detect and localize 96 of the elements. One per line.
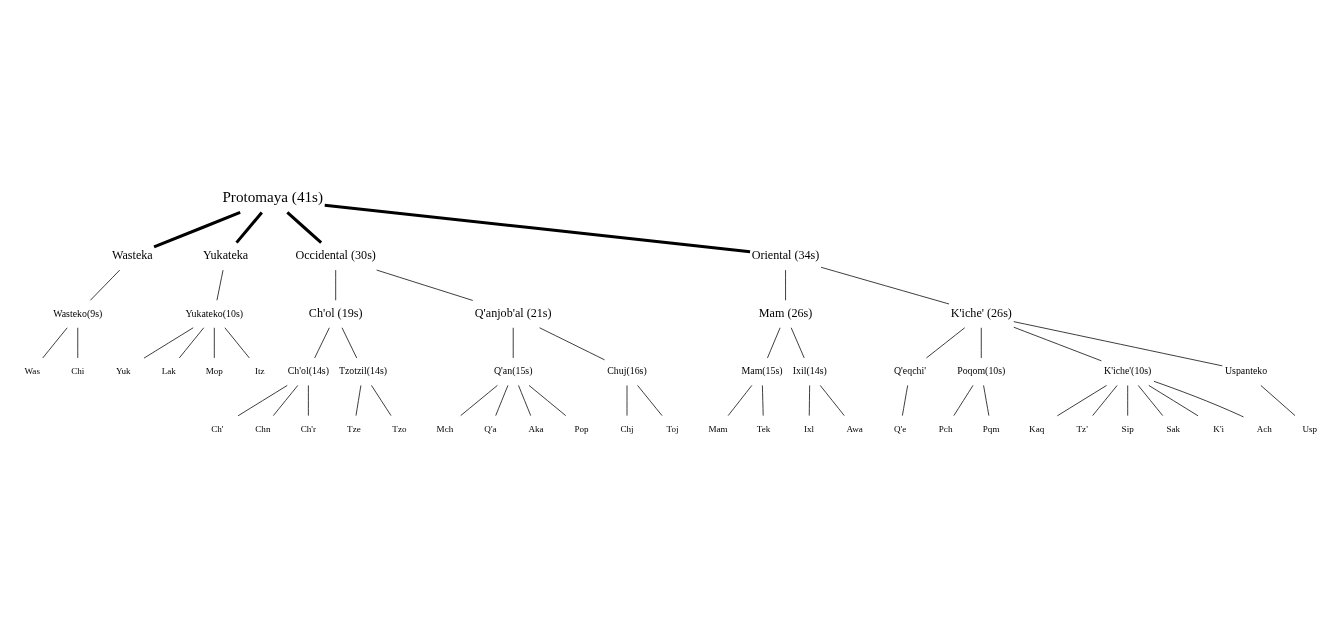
node-text: Tzotzil(14s) — [338, 365, 388, 377]
node-text: Pqm — [982, 423, 1000, 434]
connector — [762, 385, 764, 416]
connector — [1137, 385, 1164, 416]
node-text: Awa — [846, 423, 863, 434]
node-text: Sip — [1121, 423, 1134, 434]
node-text: Poqom(10s) — [957, 365, 1006, 377]
connector — [727, 385, 753, 416]
node-text: Ixil(14s) — [792, 365, 827, 377]
node-text: Mam(15s) — [741, 365, 783, 377]
node-text: K'iche'(10s) — [1104, 365, 1152, 377]
connector — [528, 385, 567, 416]
node-text: Aka — [528, 423, 544, 434]
node-text: Q'anjob'al (21s) — [474, 305, 552, 320]
connector — [808, 385, 811, 416]
node-text: K'i — [1213, 423, 1225, 434]
connector — [224, 327, 250, 359]
node-text: Was — [24, 366, 40, 377]
node-text: Ch'ol(14s) — [287, 365, 329, 377]
connector — [178, 327, 205, 359]
node-text: Protomaya (41s) — [222, 188, 324, 206]
connector — [983, 385, 990, 416]
connector — [237, 385, 288, 417]
connector — [539, 327, 605, 361]
connector — [518, 385, 532, 416]
connector — [143, 327, 194, 359]
node-text: Q'e — [893, 423, 907, 434]
connector — [637, 385, 663, 416]
node-text: Oriental (34s) — [751, 248, 820, 263]
node-text: Q'eqchi' — [893, 365, 926, 377]
node-text: Mch — [436, 423, 454, 434]
node-text: Wasteka — [111, 248, 153, 263]
node-text: Mam (26s) — [758, 305, 813, 320]
node-text: Ach — [1256, 423, 1272, 434]
connector — [90, 269, 121, 301]
connector — [460, 385, 498, 416]
node-text: Yukateko(10s) — [185, 307, 244, 319]
node-text: Ixl — [804, 423, 815, 434]
node-text: Usp — [1302, 423, 1318, 434]
node-text: Tze — [347, 423, 361, 434]
node-text: Wasteko(9s) — [53, 307, 103, 319]
connector — [790, 327, 805, 359]
node-text: Pch — [938, 423, 953, 434]
node-text: Sak — [1166, 423, 1181, 434]
node-text: K'iche' (26s) — [950, 305, 1012, 320]
connector — [235, 211, 263, 244]
node-text: Chn — [255, 423, 271, 434]
node-text: Tz' — [1076, 423, 1088, 434]
connector — [1148, 385, 1199, 417]
connector — [902, 385, 909, 416]
connector — [1013, 326, 1102, 362]
node-text: Ch'ol (19s) — [308, 305, 363, 320]
node-text: Mam — [708, 423, 728, 434]
connector — [324, 203, 751, 254]
connector — [355, 385, 362, 416]
connector — [371, 385, 392, 416]
connector — [273, 385, 299, 416]
node-text: Chj — [620, 423, 634, 434]
connector — [495, 385, 509, 416]
node-text: Itz — [255, 366, 265, 377]
connector — [926, 327, 966, 359]
node-text: Q'an(15s) — [493, 365, 533, 377]
connector — [1260, 385, 1296, 416]
connector — [216, 269, 224, 301]
connector — [1153, 380, 1244, 418]
node-text: Uspanteko — [1224, 365, 1268, 377]
node-text: Mop — [205, 366, 223, 377]
connector — [819, 385, 845, 416]
connector — [153, 211, 241, 249]
node-text: Pop — [574, 423, 589, 434]
node-text: Tzo — [392, 423, 407, 434]
connector — [341, 327, 358, 359]
connector — [785, 269, 786, 301]
node-text: Ch' — [211, 423, 224, 434]
connector — [314, 327, 330, 359]
connector — [767, 327, 781, 359]
node-text: Tek — [756, 423, 771, 434]
connector — [42, 327, 68, 359]
node-text: Lak — [161, 366, 176, 377]
node-text: Q'a — [484, 423, 497, 434]
node-text: Toj — [666, 423, 679, 434]
node-text: Chi — [71, 366, 85, 377]
node-text: Yukateka — [203, 248, 249, 263]
connector — [1013, 321, 1223, 367]
node-text: Chuj(16s) — [607, 365, 647, 377]
node-text: Yuk — [115, 366, 131, 377]
connector — [1056, 385, 1107, 417]
node-text: Occidental (30s) — [295, 248, 376, 263]
connector — [376, 269, 474, 301]
connector — [1092, 385, 1118, 416]
node-text: Ch'r — [300, 423, 317, 434]
connector — [953, 385, 974, 416]
node-text: Kaq — [1029, 423, 1045, 434]
connector — [820, 266, 950, 305]
connector — [308, 385, 309, 416]
connector — [286, 211, 323, 244]
